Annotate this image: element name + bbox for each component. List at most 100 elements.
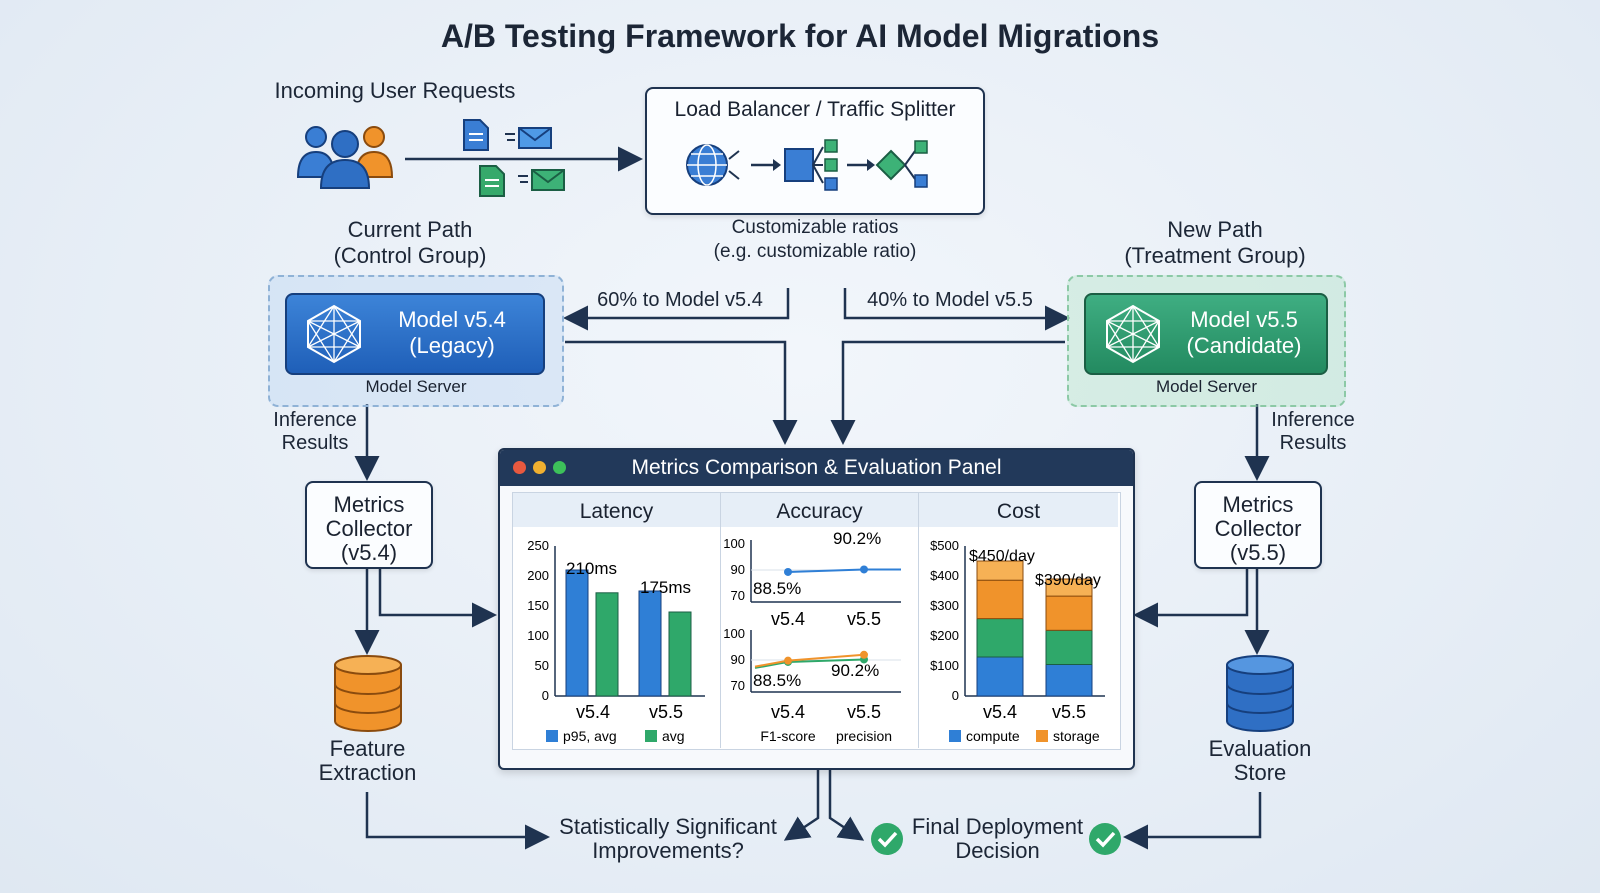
control-model-server: Model v5.4 (Legacy) Model Server xyxy=(268,275,564,407)
new-path-subtitle: (Treatment Group) xyxy=(1124,243,1306,268)
cost-bar-v55-compute xyxy=(1045,664,1093,697)
cost-bar-v55-storage xyxy=(1045,595,1093,631)
collector-v55-line3: (v5.5) xyxy=(1229,540,1287,565)
model-v55-name: Model v5.5 xyxy=(1190,307,1298,332)
users-icon xyxy=(296,126,394,189)
cost-label-v54: $450/day xyxy=(969,548,1035,565)
panel-title: Metrics Comparison & Evaluation Panel xyxy=(631,456,1002,479)
model-server-label-v55: Model Server xyxy=(1155,377,1258,396)
latency-ytick: 50 xyxy=(535,658,549,673)
email-icon-blue xyxy=(505,127,552,149)
acc2-ytick-90: 90 xyxy=(731,652,745,667)
acc1-ytick-70: 70 xyxy=(731,588,745,603)
latency-ytick: 250 xyxy=(527,538,549,553)
document-icon-blue xyxy=(463,119,489,151)
feature-extraction-label-2: Extraction xyxy=(318,760,417,785)
latency-ytick: 200 xyxy=(527,568,549,583)
model-v55-tag: (Candidate) xyxy=(1186,333,1302,358)
acc2-ytick-70: 70 xyxy=(731,678,745,693)
latency-bar-v54-p95 xyxy=(565,569,589,697)
acc2-cat-v55: v5.5 xyxy=(847,702,881,722)
check-icon-right xyxy=(1089,823,1121,855)
acc1-ytick-90: 90 xyxy=(731,562,745,577)
neural-network-icon xyxy=(1106,304,1160,364)
latency-yticks: 250 200 150 100 50 0 xyxy=(527,538,549,703)
cost-ytick: $100 xyxy=(930,658,959,673)
feature-extraction-label: Feature xyxy=(329,736,406,761)
panel-header: Metrics Comparison & Evaluation Panel xyxy=(500,450,1133,486)
latency-bar-v55-p95 xyxy=(638,590,662,697)
cost-bar-v55-cap xyxy=(1045,578,1093,597)
legend-label-storage: storage xyxy=(1053,728,1100,744)
collector-v54-line3: (v5.4) xyxy=(340,540,398,565)
collector-v55-line1: Metrics xyxy=(1222,492,1294,517)
cost-bar-v54-mid xyxy=(976,618,1024,658)
final-decision-2: Decision xyxy=(955,838,1040,863)
latency-label-v54: 210ms xyxy=(566,559,617,578)
inference-results-label-v55: Inference xyxy=(1271,409,1355,431)
precision-point-v54 xyxy=(784,656,792,665)
legend-swatch-p95 xyxy=(546,730,558,742)
final-decision: Final Deployment xyxy=(911,814,1084,839)
database-icon-blue xyxy=(1226,655,1294,732)
cost-ytick: $300 xyxy=(930,598,959,613)
metrics-panel: Metrics Comparison & Evaluation Panel La… xyxy=(498,448,1135,770)
neural-network-icon xyxy=(307,304,361,364)
cost-bar-v54-compute xyxy=(976,656,1024,697)
load-balancer-title: Load Balancer / Traffic Splitter xyxy=(674,98,956,121)
email-icon-green xyxy=(518,169,565,191)
metrics-collector-v55: Metrics Collector (v5.5) xyxy=(1194,481,1322,569)
metrics-collector-v54: Metrics Collector (v5.4) xyxy=(305,481,433,569)
evaluation-store-label-2: Store xyxy=(1233,760,1287,785)
latency-bar-v55-avg xyxy=(668,611,692,697)
legend-label-avg: avg xyxy=(662,728,685,744)
significance-question-2: Improvements? xyxy=(592,838,744,863)
window-close-dot[interactable] xyxy=(513,461,526,474)
ratio-caption-1: Customizable ratios xyxy=(731,217,899,238)
legend-swatch-compute xyxy=(949,730,961,742)
current-path-title: Current Path xyxy=(347,217,473,242)
cost-label-v55: $390/day xyxy=(1035,572,1101,589)
latency-heading: Latency xyxy=(579,500,654,523)
latency-bar-v54-avg xyxy=(595,592,619,697)
accuracy-point-v55 xyxy=(860,565,868,574)
model-v54-button[interactable]: Model v5.4 (Legacy) xyxy=(285,293,545,375)
header-band xyxy=(513,493,1118,527)
window-minimize-dot[interactable] xyxy=(533,461,546,474)
model-v55-button[interactable]: Model v5.5 (Candidate) xyxy=(1084,293,1328,375)
acc2-ytick-100: 100 xyxy=(723,626,745,641)
collector-v54-line2: Collector xyxy=(325,516,413,541)
accuracy-label-v55-top: 90.2% xyxy=(833,530,881,548)
cost-ytick: $500 xyxy=(930,538,959,553)
model-v54-tag: (Legacy) xyxy=(409,333,495,358)
database-icon-orange xyxy=(334,655,402,732)
column-divider-2 xyxy=(918,493,919,748)
ratio-caption-2: (e.g. customizable ratio) xyxy=(713,241,917,262)
acc1-cat-v54: v5.4 xyxy=(771,609,805,629)
inference-results-label-v54-2: Results xyxy=(281,432,349,454)
legend-label-p95: p95, avg xyxy=(563,728,617,744)
document-icon-green xyxy=(479,165,505,197)
legend-swatch-avg xyxy=(645,730,657,742)
evaluation-store-label: Evaluation xyxy=(1208,736,1312,761)
latency-ytick: 100 xyxy=(527,628,549,643)
cost-cat-v55: v5.5 xyxy=(1052,702,1086,722)
window-maximize-dot[interactable] xyxy=(553,461,566,474)
legend-label-precision: precision xyxy=(836,728,892,744)
latency-ytick: 150 xyxy=(527,598,549,613)
latency-label-v55: 175ms xyxy=(640,578,691,597)
cost-ytick: 0 xyxy=(952,688,959,703)
accuracy-label-v54-bottom: 88.5% xyxy=(753,671,801,690)
incoming-requests-label: Incoming User Requests xyxy=(274,78,516,103)
legend-label-f1: F1-score xyxy=(760,728,815,744)
legend-swatch-storage xyxy=(1036,730,1048,742)
cost-ytick: $400 xyxy=(930,568,959,583)
check-icon-left xyxy=(871,823,903,855)
cost-heading: Cost xyxy=(996,500,1041,523)
legend-label-compute: compute xyxy=(966,728,1020,744)
treatment-model-server: Model v5.5 (Candidate) Model Server xyxy=(1067,275,1346,407)
latency-ytick: 0 xyxy=(542,688,549,703)
